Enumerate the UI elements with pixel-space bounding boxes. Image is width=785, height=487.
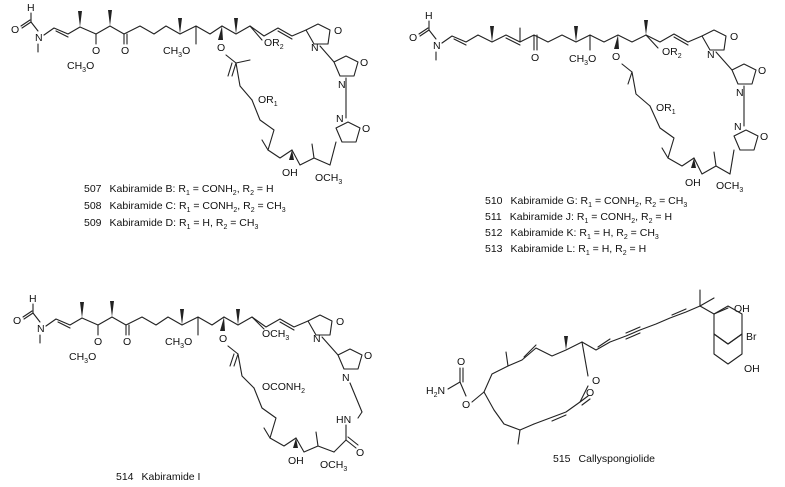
atom-o-methoxy: O [92, 45, 100, 57]
atom-o-ring: O [592, 375, 600, 387]
atom-o-lactone: O [586, 387, 594, 399]
atom-n-2: N [433, 40, 441, 52]
structure-510-513: H O N O CH3O O OR2 OR1 OH OCH [409, 10, 768, 194]
structure-507-509: H O N O O CH3O CH3O O OR2 [11, 2, 370, 186]
atom-oh: OH [282, 167, 298, 179]
atom-o-2: O [409, 32, 417, 44]
atom-oh-5: OH [744, 363, 760, 375]
label-ch3o-2: CH3O [569, 53, 596, 67]
atom-n-ox2: N [338, 79, 346, 91]
atom-o-ox3: O [362, 123, 370, 135]
atom-o-3: O [13, 315, 21, 327]
atom-o-amide: O [356, 447, 364, 459]
structure-514: H O N O O CH3O CH3O O OCH3 OCONH2 [13, 293, 372, 473]
label-ch3: CH3O [67, 60, 94, 74]
label-och3: OCH3 [315, 172, 342, 186]
atom-n-ox3: N [336, 113, 344, 125]
atom-o-carb2: O [462, 399, 470, 411]
atom-n-ox4: N [707, 49, 715, 61]
atom-o-ox6: O [760, 131, 768, 143]
label-och3-3: OCH3 [262, 328, 289, 342]
atom-o: O [11, 24, 19, 36]
atom-o-ox8: O [364, 350, 372, 362]
atom-n-ox6: N [734, 121, 742, 133]
label-ch3o: CH3O [163, 45, 190, 59]
atom-oh-4: OH [734, 303, 750, 315]
atom-o-ketone-2: O [531, 52, 539, 64]
label-or1-2: OR1 [656, 102, 676, 116]
atom-o-ester-3: O [219, 333, 227, 345]
atom-h-2: H [425, 10, 433, 22]
atom-n-3: N [37, 323, 45, 335]
label-och3-2: OCH3 [716, 180, 743, 194]
label-h2n: H2N [426, 385, 445, 399]
label-ocononh2: OCONH2 [262, 381, 305, 395]
atom-hn: HN [336, 414, 351, 426]
atom-br: Br [746, 331, 757, 343]
label-och3-4: OCH3 [320, 459, 347, 473]
atom-o-carb: O [457, 356, 465, 368]
atom-o-ox7: O [336, 316, 344, 328]
atom-h: H [27, 2, 35, 14]
label-or1: OR1 [258, 94, 278, 108]
label-or2-2: OR2 [662, 46, 682, 60]
atom-n: N [35, 32, 43, 44]
structure-515: H2N O O O O OH Br OH [426, 289, 760, 445]
atom-o-ketone: O [121, 45, 129, 57]
atom-o-ester: O [217, 42, 225, 54]
atom-n-ox8: N [342, 372, 350, 384]
atom-n-ox5: N [736, 87, 744, 99]
atom-o-ox1: O [334, 25, 342, 37]
atom-o-methoxy-3: O [94, 336, 102, 348]
atom-o-ox2: O [360, 57, 368, 69]
label-or2: OR2 [264, 37, 284, 51]
label-ch3o-3: CH3O [165, 336, 192, 350]
atom-o-ketone-3: O [123, 336, 131, 348]
atom-h-3: H [29, 293, 37, 305]
label-ch3-3: CH3O [69, 351, 96, 365]
atom-o-ox5: O [758, 65, 766, 77]
atom-o-ester-2: O [612, 51, 620, 63]
atom-oh-2: OH [685, 177, 701, 189]
atom-n-ox7: N [313, 333, 321, 345]
atom-n-ox1: N [311, 42, 319, 54]
atom-oh-3: OH [288, 455, 304, 467]
atom-o-ox4: O [730, 31, 738, 43]
